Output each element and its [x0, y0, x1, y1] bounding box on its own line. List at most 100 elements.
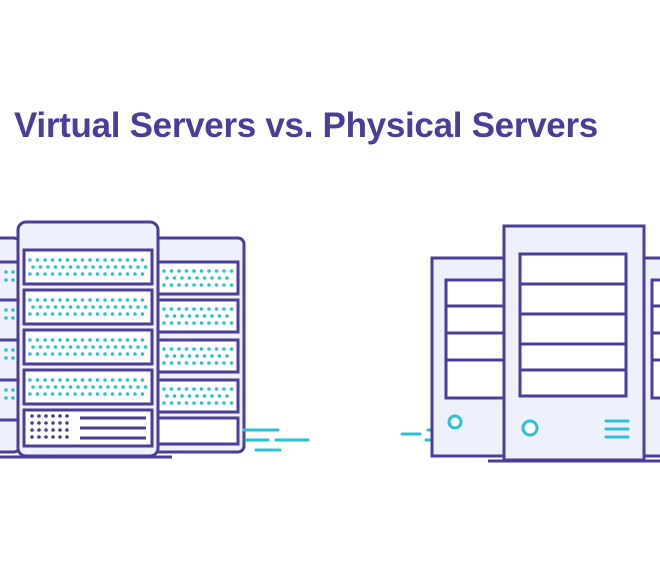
indicator-dot [169, 307, 174, 311]
indicator-dot [199, 361, 204, 365]
indicator-dot [43, 378, 47, 382]
indicator-dot [4, 270, 8, 274]
indicator-dot [199, 283, 204, 287]
indicator-dot [172, 314, 177, 318]
indicator-dot [73, 272, 77, 276]
indicator-dot [229, 361, 234, 365]
indicator-dot [98, 265, 103, 269]
indicator-dot [140, 298, 145, 302]
indicator-dot [207, 321, 211, 325]
indicator-dot [184, 387, 189, 391]
indicator-dot [80, 298, 85, 302]
indicator-dot [73, 378, 77, 382]
indicator-dot [143, 345, 148, 349]
indicator-dot [222, 283, 226, 287]
indicator-dot [95, 258, 100, 262]
indicator-dot [118, 258, 122, 262]
indicator-dot [43, 392, 47, 396]
indicator-dot [83, 385, 88, 389]
indicator-dot [43, 352, 47, 356]
indicator-dot [50, 378, 55, 382]
indicator-dot [202, 354, 207, 358]
indicator-dot [177, 283, 181, 287]
indicator-dot [91, 265, 95, 269]
indicator-dot [172, 276, 177, 280]
indicator-dot [140, 312, 145, 316]
indicator-dot [125, 298, 130, 302]
indicator-dot [65, 378, 70, 382]
indicator-dot [172, 394, 177, 398]
indicator-dot [46, 265, 50, 269]
indicator-dot [162, 283, 166, 287]
indicator-dot [177, 387, 181, 391]
indicator-dot [91, 345, 95, 349]
indicator-dot [133, 298, 137, 302]
indicator-dot [53, 265, 58, 269]
indicator-dot [136, 385, 140, 389]
indicator-dot [184, 269, 189, 273]
indicator-dot [11, 348, 15, 352]
indicator-dot [50, 338, 55, 342]
indicator-dot [192, 283, 196, 287]
indicator-dot [4, 396, 8, 400]
indicator-dot [110, 352, 115, 356]
indicator-dot [28, 378, 32, 382]
indicator-dot [177, 361, 181, 365]
indicator-dot [177, 307, 181, 311]
indicator-dot [46, 345, 50, 349]
indicator-dot [65, 338, 70, 342]
indicator-dot [133, 392, 137, 396]
indicator-dot [214, 361, 219, 365]
indicator-dot [140, 392, 145, 396]
indicator-dot [165, 314, 169, 318]
indicator-dot [65, 392, 70, 396]
indicator-dot [88, 378, 92, 382]
motion-lines-left [242, 428, 310, 452]
indicator-dot [88, 392, 92, 396]
indicator-dot [43, 258, 47, 262]
indicator-dot [140, 378, 145, 382]
indicator-dot [58, 312, 62, 316]
indicator-dot [177, 347, 181, 351]
indicator-dot [11, 278, 15, 282]
indicator-dot [88, 352, 92, 356]
indicator-dot [214, 401, 219, 405]
indicator-dot [83, 305, 88, 309]
indicator-dot [140, 352, 145, 356]
indicator-dot [229, 283, 234, 287]
indicator-dot [98, 305, 103, 309]
indicator-dot [30, 428, 34, 432]
indicator-dot [207, 269, 211, 273]
indicator-dot [192, 307, 196, 311]
indicator-dot [133, 378, 137, 382]
indicator-dot [95, 338, 100, 342]
indicator-dot [98, 345, 103, 349]
indicator-dot [125, 258, 130, 262]
indicator-dot [95, 378, 100, 382]
indicator-dot [180, 394, 184, 398]
indicator-dot [110, 378, 115, 382]
indicator-dot [4, 348, 8, 352]
indicator-dot [217, 276, 222, 280]
indicator-dot [88, 298, 92, 302]
indicator-dot [184, 283, 189, 287]
indicator-dot [133, 338, 137, 342]
indicator-dot [162, 387, 166, 391]
indicator-dot [192, 269, 196, 273]
indicator-dot [73, 338, 77, 342]
indicator-dot [28, 338, 32, 342]
indicator-dot [38, 345, 43, 349]
indicator-dot [177, 401, 181, 405]
indicator-dot [199, 401, 204, 405]
indicator-dot [110, 338, 115, 342]
indicator-dot [143, 265, 148, 269]
indicator-dot [217, 314, 222, 318]
indicator-dot [199, 347, 204, 351]
indicator-dot [31, 385, 35, 389]
indicator-dot [50, 312, 55, 316]
indicator-dot [95, 312, 100, 316]
indicator-dot [88, 258, 92, 262]
indicator-dot [140, 258, 145, 262]
indicator-dot [202, 394, 207, 398]
indicator-dot [58, 392, 62, 396]
